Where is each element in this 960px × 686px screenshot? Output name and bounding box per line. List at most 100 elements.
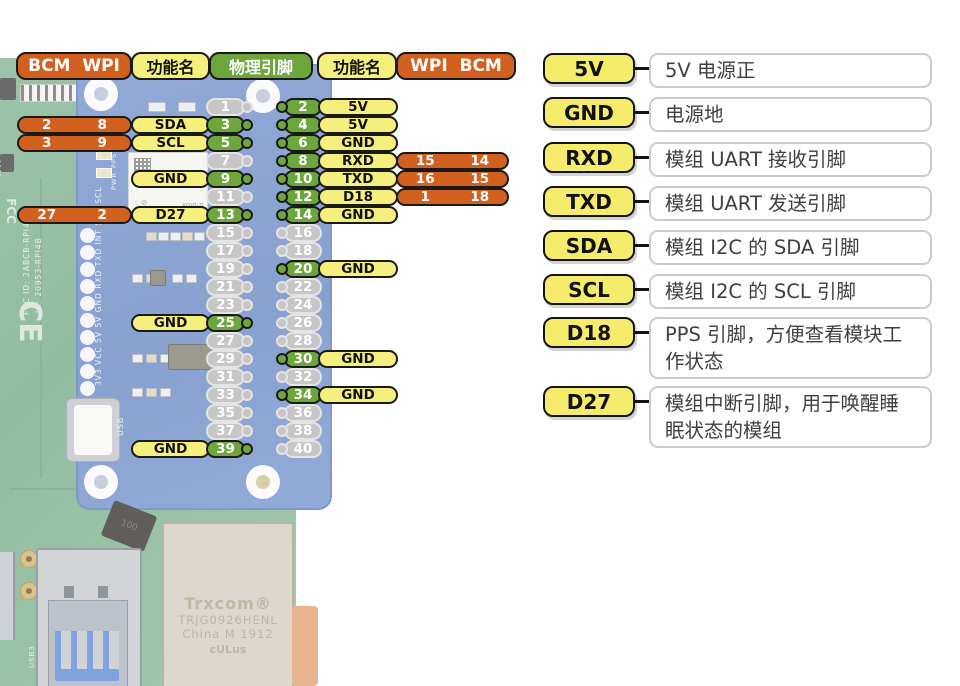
pin-row: 33 34 GND <box>0 386 520 404</box>
board-component <box>292 606 318 686</box>
legend-connector <box>634 400 651 403</box>
legend-description: 5V 电源正 <box>649 53 932 88</box>
smd-component <box>0 154 14 172</box>
pin-hole-dot <box>241 119 253 131</box>
physical-pin-even: 28 <box>276 332 322 350</box>
legend-description: 模组 I2C 的 SDA 引脚 <box>649 230 932 265</box>
capacitor-label: 100 <box>119 518 139 534</box>
pin-hole-dot <box>276 371 288 383</box>
wpi-number: 15 <box>415 153 435 169</box>
pin-number: 15 <box>216 225 235 241</box>
usb3-silkscreen: USB3 <box>28 645 36 668</box>
physical-pin-odd: 9 <box>206 170 253 188</box>
physical-pin-even: 18 <box>276 242 322 260</box>
pin-number: 16 <box>293 225 313 241</box>
physical-pin-odd: 13 <box>206 206 253 224</box>
physical-pin-even: 2 <box>276 98 322 116</box>
ribbon-connector <box>20 84 78 102</box>
pin-number: 26 <box>293 315 313 331</box>
pin-row: 29 30 GND <box>0 350 520 368</box>
smd-component <box>186 274 197 283</box>
physical-pin-even: 22 <box>276 278 322 296</box>
legend-connector <box>634 288 651 291</box>
pin-number: 14 <box>293 207 313 223</box>
pin-hole-dot <box>241 389 253 401</box>
pin-number: 25 <box>216 315 235 331</box>
pin-number: 28 <box>293 333 313 349</box>
pin-hole-dot <box>276 137 288 149</box>
pin-number: 33 <box>216 387 235 403</box>
smd-component <box>132 274 143 283</box>
pin-number: 2 <box>298 99 308 115</box>
wpi-number: 9 <box>97 135 107 151</box>
smd-component <box>182 232 193 241</box>
header-func-left: 功能名 <box>131 52 210 80</box>
physical-pin-odd: 23 <box>206 296 253 314</box>
physical-pin-odd: 1 <box>206 98 253 116</box>
pin-hole-dot <box>241 209 253 221</box>
pin-hole-dot <box>276 317 288 329</box>
pin-number: 8 <box>298 153 308 169</box>
smd-component <box>148 102 166 112</box>
pin-number: 34 <box>293 387 313 403</box>
through-hole-pad <box>80 245 95 260</box>
pin-hole-dot <box>241 155 253 167</box>
legend-description: 模组 I2C 的 SCL 引脚 <box>649 274 932 309</box>
pin-row: 23 24 <box>0 296 520 314</box>
physical-pin-even: 6 <box>276 134 322 152</box>
pin-hole-dot <box>241 191 253 203</box>
pin-hole-dot <box>276 119 288 131</box>
physical-pin-odd: 39 <box>206 440 253 458</box>
through-hole-pad <box>80 347 95 362</box>
pin-number: 27 <box>216 333 235 349</box>
function-label: 5V <box>318 116 398 134</box>
legend-description: 电源地 <box>649 97 932 132</box>
header-physical-pin: 物理引脚 <box>209 52 313 80</box>
pin-hole-dot <box>276 101 288 113</box>
physical-pin-odd: 11 <box>206 188 253 206</box>
legend-pin-badge: D18 <box>543 317 635 348</box>
pin-hole-dot <box>276 191 288 203</box>
pin-row: GND 39 40 <box>0 440 520 458</box>
ethernet-jack: Trxcom® TRJG0926HENL China M 1912 cULus <box>162 522 294 686</box>
header-wpi-bcm-right: WPI BCM <box>396 52 516 80</box>
pin-number: 1 <box>220 99 231 115</box>
physical-pin-even: 26 <box>276 314 322 332</box>
usb-port-partial <box>0 552 15 640</box>
legend-connector <box>634 156 651 159</box>
ethernet-brand: Trxcom® <box>184 594 272 613</box>
header-func-right: 功能名 <box>317 52 397 80</box>
wpi-number: 8 <box>97 117 107 133</box>
pin-number: 5 <box>220 135 231 151</box>
physical-pin-even: 40 <box>276 440 322 458</box>
pin-hole-dot <box>276 227 288 239</box>
usb-shell-hole <box>64 586 74 598</box>
legend-description: PPS 引脚，方便查看模块工作状态 <box>649 317 932 379</box>
bcm-number: 3 <box>42 135 52 151</box>
pin-hole-dot <box>241 299 253 311</box>
pin-hole-dot <box>241 101 253 113</box>
pin-number: 12 <box>293 189 313 205</box>
legend-connector <box>634 111 651 114</box>
pin-number: 37 <box>216 423 235 439</box>
smd-component <box>132 354 143 363</box>
pin-number: 39 <box>216 441 235 457</box>
pin-row: 31 32 <box>0 368 520 386</box>
physical-pin-odd: 19 <box>206 260 253 278</box>
pin-hole-dot <box>276 425 288 437</box>
physical-pin-even: 32 <box>276 368 322 386</box>
legend-pin-badge: D27 <box>543 386 635 417</box>
pin-hole-dot <box>241 335 253 347</box>
bcm-number: 14 <box>470 153 490 169</box>
pin-number: 40 <box>293 441 313 457</box>
physical-pin-odd: 31 <box>206 368 253 386</box>
function-label: D27 <box>131 206 210 224</box>
pin-hole-dot <box>241 173 253 185</box>
mounting-hole <box>246 465 280 499</box>
